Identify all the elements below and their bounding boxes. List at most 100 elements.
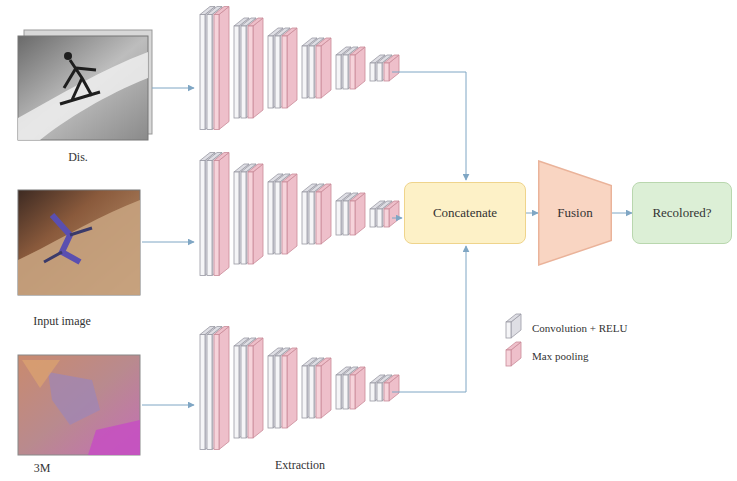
layer-top [506, 342, 521, 350]
legend-icon [506, 314, 521, 338]
conv-layer [370, 63, 375, 81]
layer-side [287, 28, 297, 108]
conv-layer [377, 63, 382, 81]
conv-layer [200, 335, 205, 450]
map-patch [88, 420, 140, 455]
node-text: Concatenate [433, 205, 497, 221]
input-caption: Dis. [68, 150, 88, 164]
wire [392, 246, 466, 392]
layer-top [384, 201, 399, 209]
input-caption: Input image [33, 314, 91, 328]
conv-layer [336, 375, 341, 409]
layer-top [316, 184, 331, 192]
layer-top [248, 18, 263, 26]
conv-layer [506, 322, 511, 338]
conv-layer [343, 55, 348, 89]
layer-top [316, 38, 331, 46]
conv-layer [207, 335, 212, 450]
output-box: Recolored? [632, 182, 732, 244]
conv-layer [377, 209, 382, 227]
pool-layer [350, 375, 355, 409]
input-pictures [18, 30, 152, 455]
conv-layer [200, 15, 205, 130]
conv-layer [336, 55, 341, 89]
stage-caption: Extraction [275, 458, 325, 472]
layer-top [350, 47, 365, 55]
layer-top [384, 55, 399, 63]
slope [18, 200, 140, 295]
layer-side [321, 38, 331, 98]
conv-layer [241, 26, 246, 118]
wire [142, 242, 194, 243]
map-picture [18, 355, 140, 455]
conv-layer [234, 172, 239, 264]
legend-text: Max pooling [532, 350, 589, 363]
layer-top [248, 164, 263, 172]
layer-top [384, 375, 399, 383]
pool-layer [350, 201, 355, 235]
conv-layer [343, 375, 348, 409]
node-text: Fusion [557, 205, 592, 221]
conv-layer [275, 36, 280, 108]
wire [152, 88, 194, 89]
cnn-stack [200, 7, 399, 130]
layer-side [253, 18, 263, 118]
conv-layer [343, 201, 348, 235]
pool-layer [506, 350, 511, 366]
conv-layer [268, 356, 273, 428]
conv-layer [370, 383, 375, 401]
pool-layer [384, 209, 389, 227]
layer-top [214, 153, 229, 161]
layer-top [350, 367, 365, 375]
pool-layer [214, 161, 219, 276]
layer-side [287, 348, 297, 428]
input-picture [18, 190, 140, 295]
conv-layer [309, 46, 314, 98]
pool-layer [214, 335, 219, 450]
figure-limbs [44, 228, 92, 262]
pool-layer [248, 26, 253, 118]
map-patch [22, 360, 60, 388]
layer-top [506, 314, 521, 322]
concat-box: Concatenate [404, 182, 526, 244]
pool-layer [282, 356, 287, 428]
conv-layer [336, 201, 341, 235]
layer-side [321, 184, 331, 244]
pool-layer [384, 383, 389, 401]
legend-text: Convolution + RELU [532, 322, 627, 335]
layer-top [214, 7, 229, 15]
pool-layer [282, 182, 287, 254]
pool-layer [282, 36, 287, 108]
wire [392, 72, 466, 180]
conv-layer [370, 209, 375, 227]
conv-layer [268, 182, 273, 254]
pool-layer [384, 63, 389, 81]
conv-layer [309, 366, 314, 418]
conv-layer [268, 36, 273, 108]
flow-arrow [612, 213, 632, 214]
layer-side [219, 7, 229, 130]
conv-layer [207, 161, 212, 276]
grayscale-picture [18, 36, 148, 140]
conv-layer [241, 346, 246, 438]
skier-head [64, 52, 72, 60]
layer-top [214, 327, 229, 335]
layer-top [316, 358, 331, 366]
conv-layer [275, 182, 280, 254]
layer-side [219, 153, 229, 276]
skier [60, 60, 100, 104]
pool-layer [316, 192, 321, 244]
conv-layer [302, 46, 307, 98]
input-caption: 3M [34, 461, 51, 475]
map-patch [48, 372, 100, 425]
conv-layer [377, 383, 382, 401]
legend-icon [506, 342, 521, 366]
conv-layer [234, 26, 239, 118]
layer-side [219, 327, 229, 450]
conv-layer [275, 356, 280, 428]
node-text: Recolored? [652, 205, 711, 221]
pool-layer [248, 172, 253, 264]
